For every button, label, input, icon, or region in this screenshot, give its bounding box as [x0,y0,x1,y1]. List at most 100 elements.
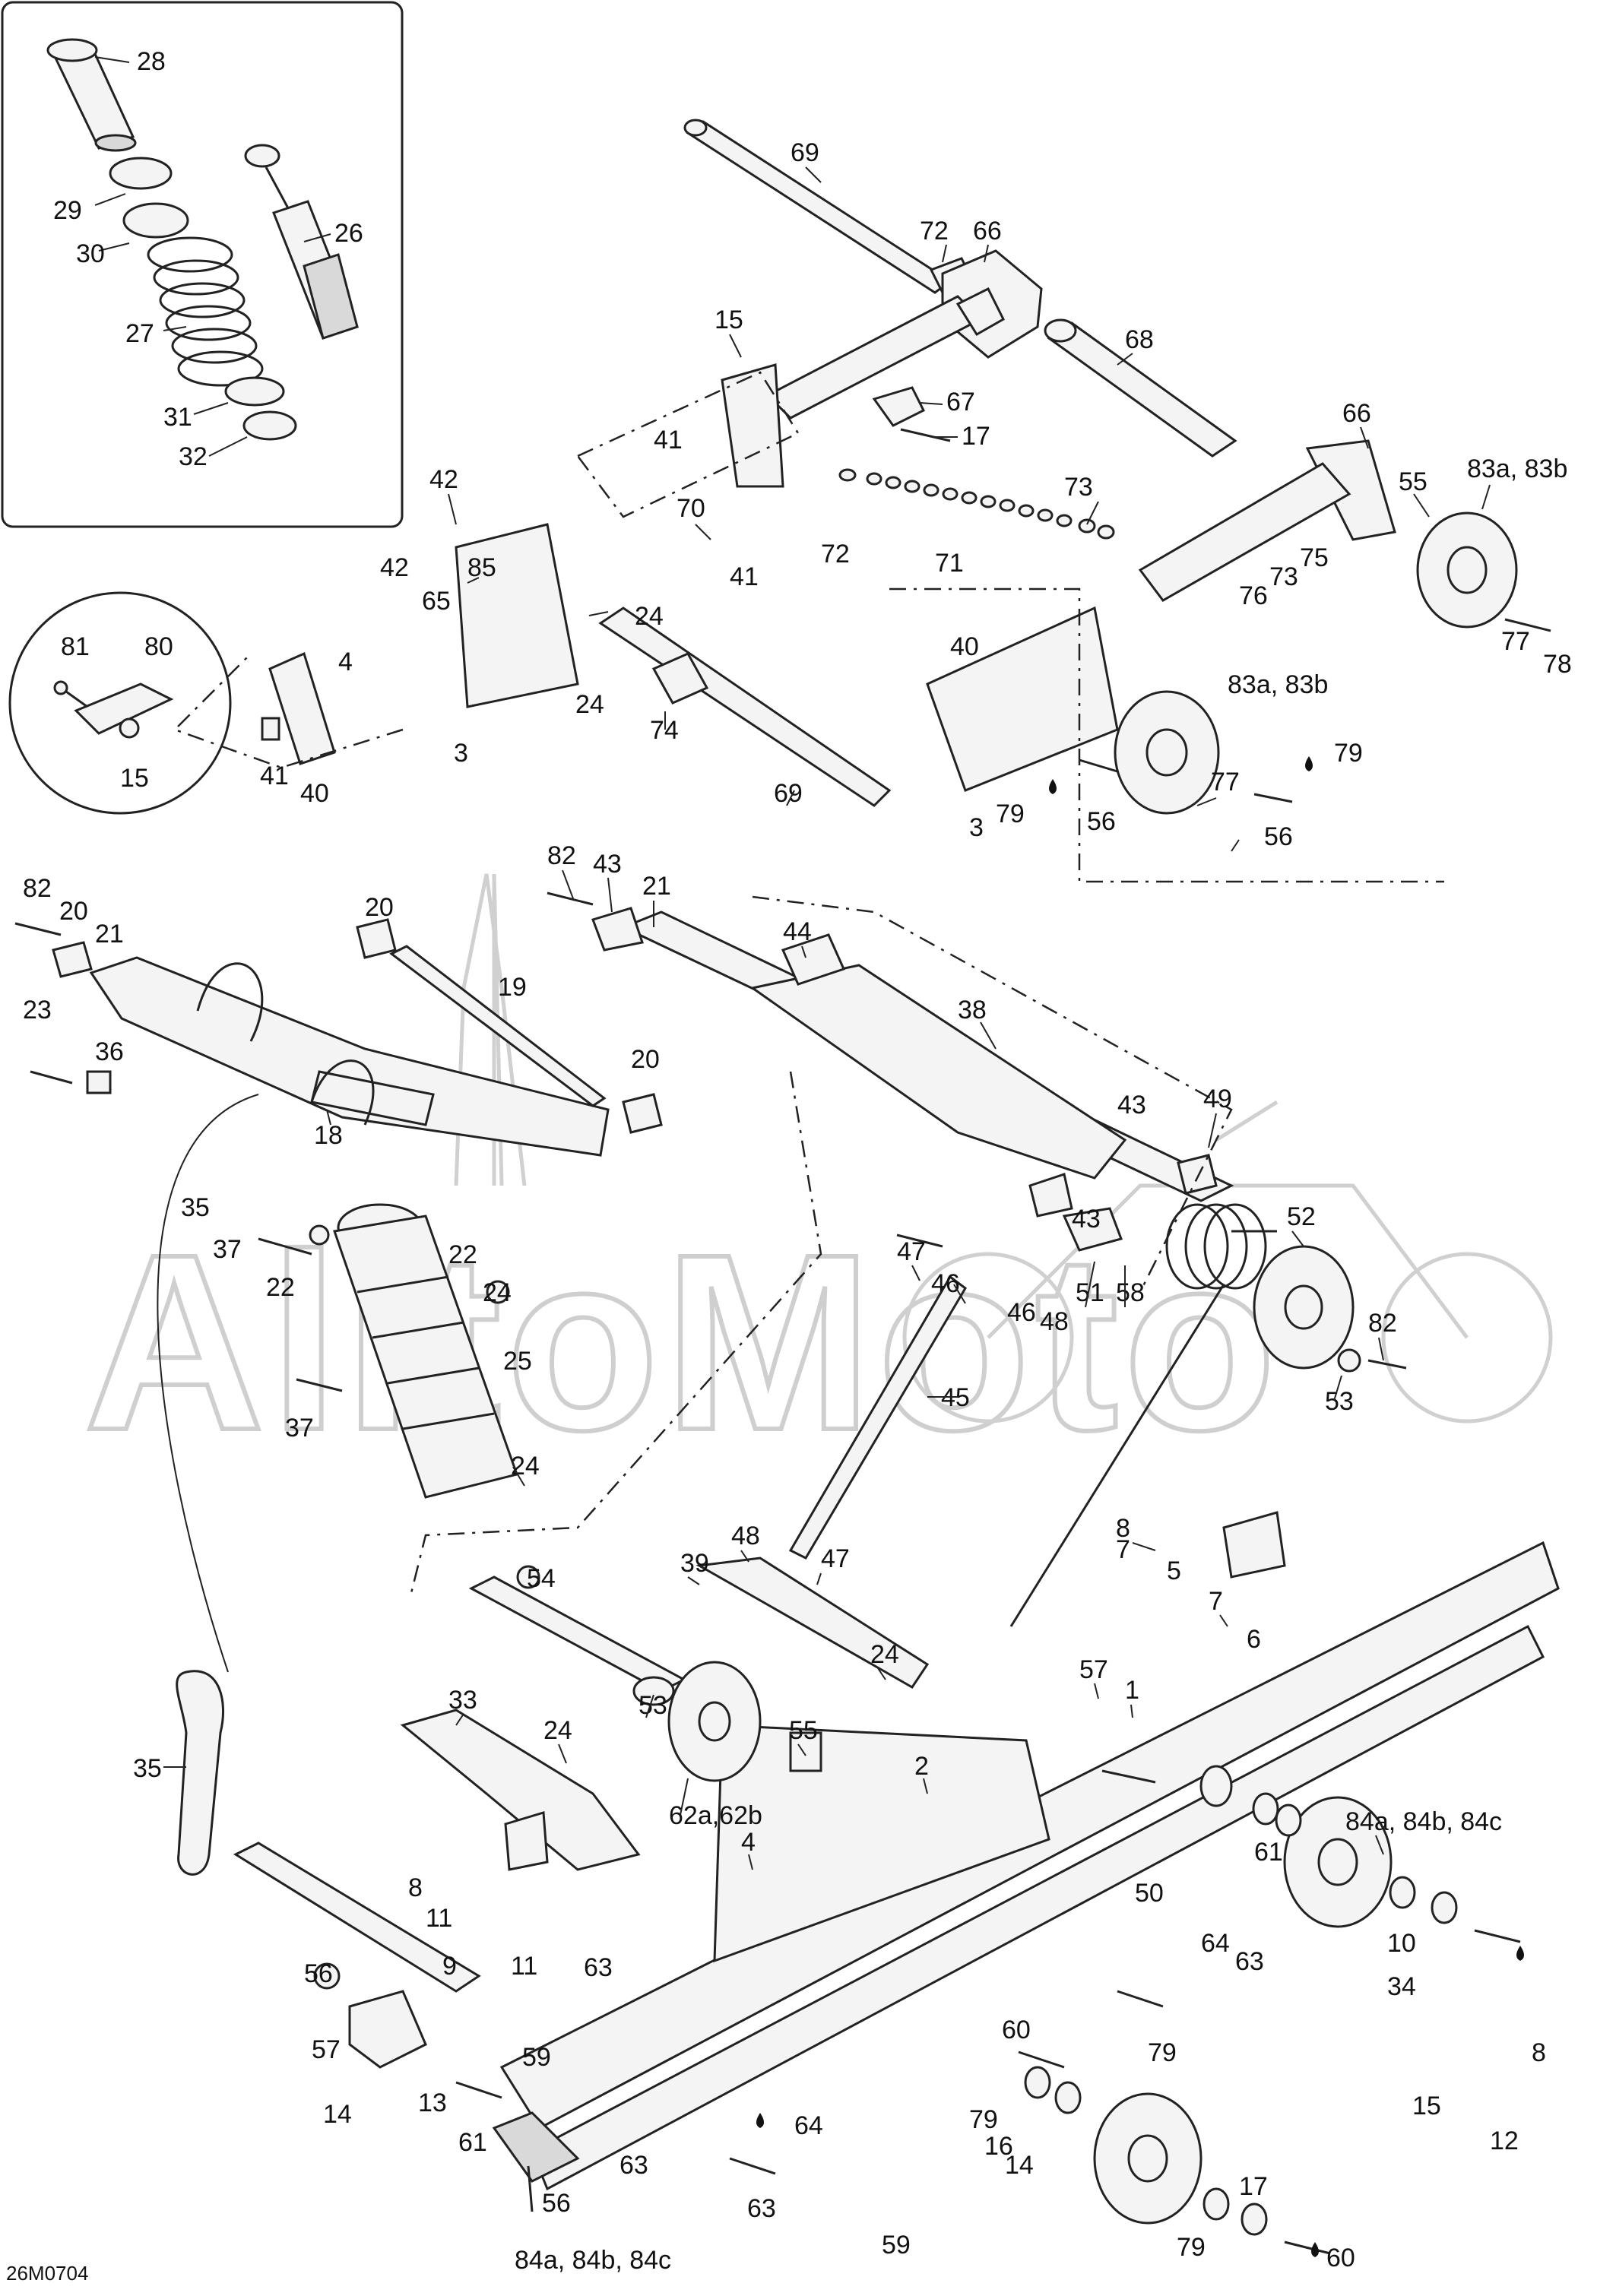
callout-label: 29 [53,196,82,225]
spring-part-49 [1165,1203,1277,1290]
shock-part-25 [309,1203,540,1589]
bracket-part-51 [1062,1207,1123,1252]
callout-labels: 28 29 30 26 27 31 32 69 72 66 68 15 67 1… [23,47,1572,2275]
callout-label: 52 [1287,1202,1316,1231]
callout-label: 24 [870,1640,899,1669]
callout-label: 15 [1412,2092,1441,2120]
callout-label: 41 [654,426,683,454]
callout-label: 84a, 84b, 84c [515,2246,671,2275]
callout-label: 10 [1387,1929,1416,1958]
callout-label: 22 [266,1273,295,1302]
callout-label: 76 [1239,581,1268,610]
callout-label: 43 [1117,1091,1146,1119]
callout-label: 34 [1387,1972,1416,2001]
callout-label: 68 [1125,325,1154,354]
callout-label: 64 [1201,1929,1230,1958]
frame-part-3-right [926,606,1119,792]
callout-label: 31 [163,403,192,432]
callout-label: 83a, 83b [1228,670,1328,699]
callout-label: 39 [680,1549,709,1578]
callout-label: 79 [996,800,1025,828]
callout-label: 66 [973,217,1002,245]
callout-label: 57 [312,2035,341,2064]
bracket-detail-circle [8,591,232,815]
callout-label: 78 [1543,650,1572,679]
callout-label: 4 [741,1828,756,1857]
front-arm-assembly [14,891,1407,1627]
callout-label: 71 [935,549,964,578]
callout-label: 46 [1007,1298,1036,1327]
callout-label: 26 [334,219,363,248]
callout-label: 77 [1501,627,1530,656]
callout-label: 23 [23,996,52,1024]
callout-label: 50 [1135,1879,1164,1908]
callout-label: 85 [467,553,496,582]
callout-label: 1 [1125,1676,1139,1705]
drop-icon [1305,756,1313,771]
drop-icon [756,2113,764,2128]
callout-label: 27 [125,319,154,348]
callout-label: 79 [1148,2038,1177,2067]
callout-label: 66 [1342,399,1371,428]
callout-label: 48 [1040,1307,1069,1336]
wheel-part-83-upper [1416,511,1518,629]
callout-label: 30 [76,239,105,268]
slide-part-16 [492,2111,580,2183]
washer-part-29 [109,157,173,190]
callout-label: 82 [547,841,576,870]
callout-label: 82 [1368,1309,1397,1338]
callout-label: 82 [23,874,52,903]
callout-label: 8 [1116,1514,1130,1543]
bracket-part-40-low [268,651,336,765]
callout-label: 36 [95,1037,124,1066]
callout-label: 42 [429,465,458,494]
link-part-35 [176,1670,225,1876]
adjuster-part-32 [242,410,297,441]
callout-label: 32 [179,442,208,471]
callout-label: 44 [783,917,812,946]
callout-label: 15 [715,306,743,334]
callout-label: 42 [380,553,409,582]
callout-label: 8 [1532,2038,1546,2067]
callout-label: 3 [969,813,984,842]
callout-label: 24 [575,690,604,719]
callout-label: 18 [314,1121,343,1150]
callout-label: 61 [458,2128,487,2157]
callout-label: 57 [1079,1655,1108,1684]
callout-label: 24 [483,1278,512,1307]
callout-label: 12 [1490,2127,1519,2155]
callout-label: 37 [213,1235,242,1264]
callout-label: 33 [448,1686,477,1715]
callout-label: 20 [365,893,394,922]
callout-label: 14 [1005,2151,1034,2180]
callout-label: 72 [821,540,850,568]
callout-label: 7 [1209,1587,1223,1616]
callout-label: 73 [1064,473,1093,502]
spacer-part-55 [789,1731,822,1772]
callout-label: 21 [642,872,671,901]
callout-label: 63 [619,2151,648,2180]
spring-cup-part-28 [46,38,137,152]
callout-label: 3 [454,739,468,768]
wheel-part-83-lower [1114,690,1220,815]
spring-seat-part-30 [122,202,189,239]
callout-label: 75 [1300,543,1329,572]
callout-label: 65 [422,587,451,616]
callout-label: 16 [984,2132,1013,2161]
callout-label: 47 [897,1237,926,1266]
callout-label: 67 [946,388,975,416]
callout-label: 11 [511,1952,537,1981]
callout-label: 41 [260,762,289,790]
wheel-part-52 [1253,1245,1355,1370]
callout-label: 63 [747,2194,776,2223]
callout-label: 15 [120,764,149,793]
callout-label: 20 [59,897,88,926]
callout-label: 79 [969,2105,998,2134]
arm-part-38 [749,964,1127,1180]
shock-part-26 [244,144,359,340]
callout-label: 56 [304,1959,333,1988]
callout-label: 74 [650,716,679,745]
shaft-part-69-low [598,606,892,807]
callout-label: 69 [791,138,819,167]
callout-label: 54 [527,1564,556,1593]
